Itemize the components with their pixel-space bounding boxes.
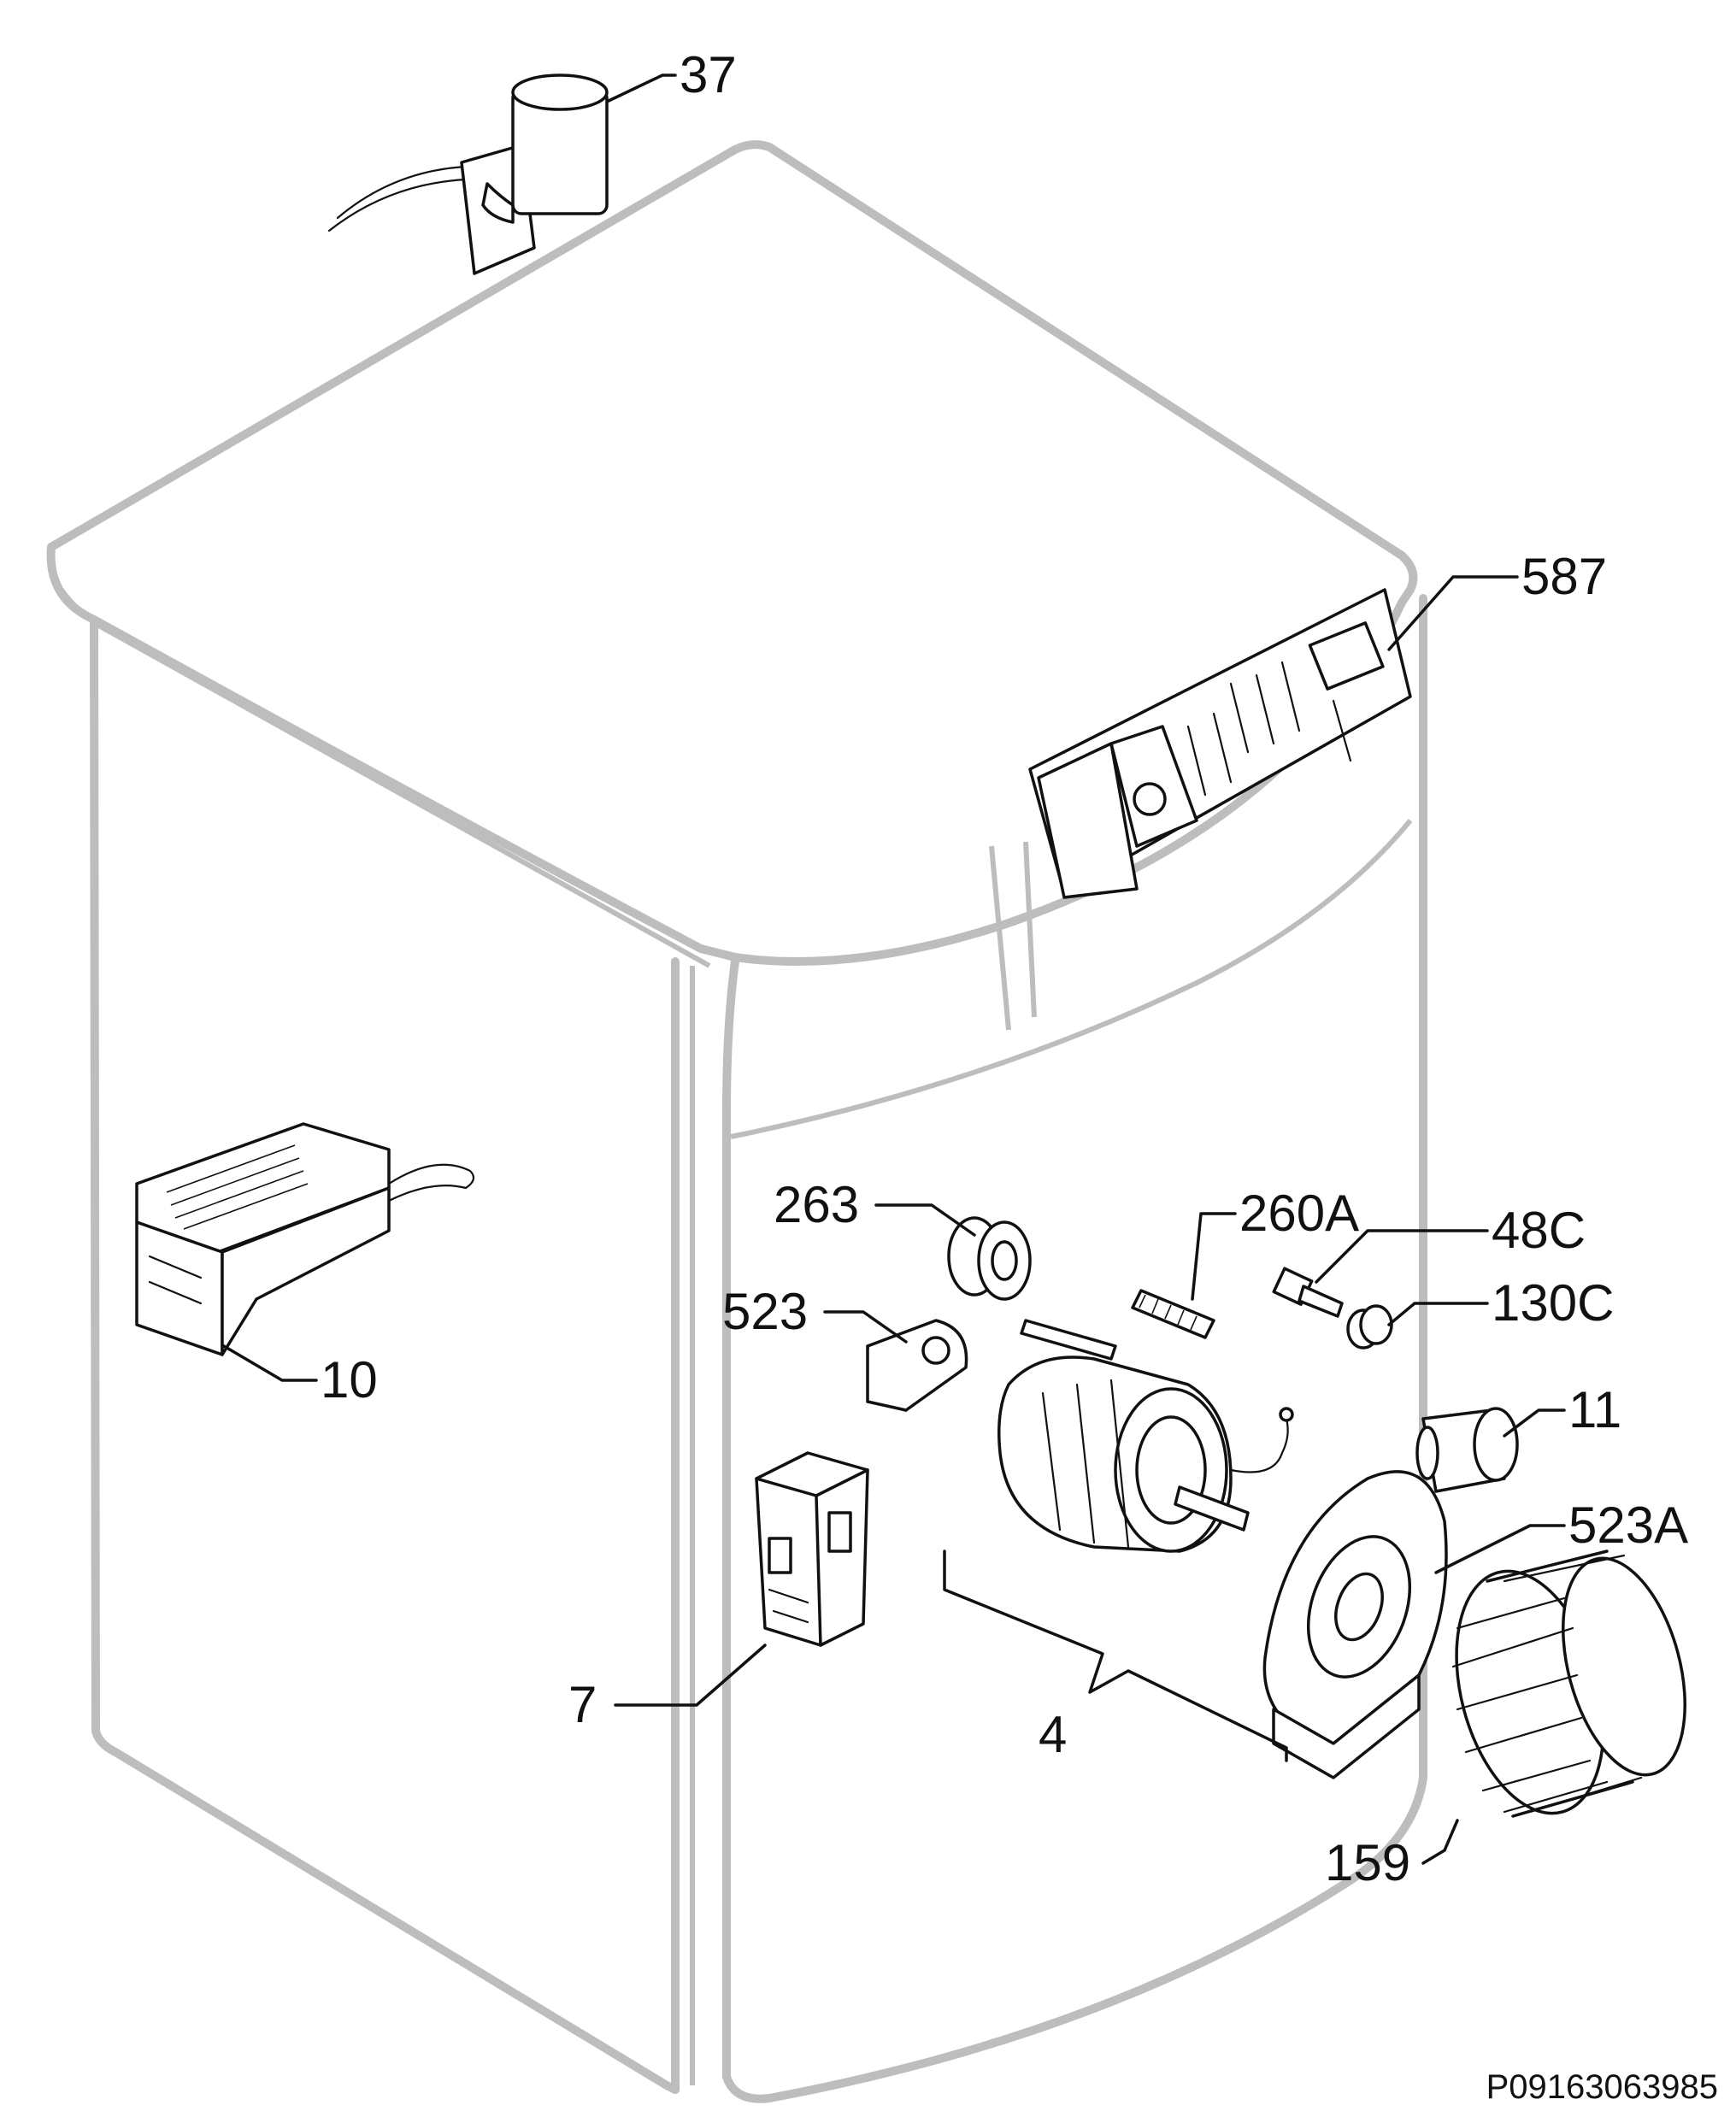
part-130c-bush[interactable] (1346, 1304, 1393, 1350)
part-523-bracket[interactable] (866, 1319, 968, 1412)
part-48c-screw[interactable] (1272, 1267, 1344, 1318)
callout-48c[interactable]: 48C (1492, 1202, 1586, 1259)
leader-523a (1434, 1524, 1566, 1574)
callout-11[interactable]: 11 (1568, 1381, 1621, 1438)
callout-130c[interactable]: 130C (1492, 1274, 1614, 1332)
leader-4-bracket (943, 1550, 1288, 1762)
cabinet (46, 140, 1427, 2103)
callout-523a[interactable]: 523A (1568, 1497, 1688, 1554)
callout-263[interactable]: 263 (774, 1176, 859, 1233)
leader-7 (614, 1644, 767, 1707)
callout-37[interactable]: 37 (680, 46, 737, 103)
callout-587[interactable]: 587 (1521, 548, 1607, 605)
leader-48c (1315, 1229, 1489, 1284)
leader-587 (1387, 575, 1519, 651)
part-260a-spring[interactable] (1131, 1289, 1215, 1339)
part-37-filter[interactable] (327, 74, 609, 275)
callout-523[interactable]: 523 (722, 1283, 808, 1340)
document-id: P09163063985 (1486, 2068, 1718, 2106)
callout-10[interactable]: 10 (321, 1351, 378, 1408)
part-587-control-board[interactable] (1028, 588, 1412, 899)
leader-10 (222, 1344, 318, 1382)
leader-263 (874, 1203, 976, 1237)
cabinet-top (46, 140, 1418, 966)
callout-159[interactable]: 159 (1325, 1834, 1410, 1891)
leader-lines (222, 74, 1566, 1865)
leader-523 (823, 1310, 908, 1344)
detergent-drawer (989, 841, 1037, 1031)
cabinet-left-side (90, 620, 680, 2094)
leader-260a (1191, 1212, 1237, 1301)
part-11-capacitor[interactable] (1415, 1407, 1519, 1493)
control-panel-ridge (730, 819, 1413, 1139)
cabinet-front (722, 594, 1427, 2103)
part-263-pulley[interactable] (947, 1216, 1032, 1301)
callout-260a[interactable]: 260A (1239, 1185, 1359, 1242)
part-159-fan-wheel[interactable] (1432, 1545, 1706, 1830)
callout-7[interactable]: 7 (568, 1676, 597, 1733)
leader-159 (1421, 1819, 1459, 1865)
leader-11 (1503, 1408, 1566, 1438)
leader-37 (607, 74, 677, 103)
part-7-door-lock[interactable] (755, 1451, 869, 1647)
callout-labels: 37 587 10 263 260A 48C 523 130C 11 523A … (321, 46, 1688, 1891)
part-523a-fan-cover[interactable] (1262, 1470, 1448, 1779)
part-4-motor[interactable] (997, 1319, 1294, 1553)
part-10-heater-block[interactable] (135, 1122, 475, 1356)
leader-130c (1387, 1302, 1489, 1326)
callout-4[interactable]: 4 (1039, 1706, 1067, 1763)
